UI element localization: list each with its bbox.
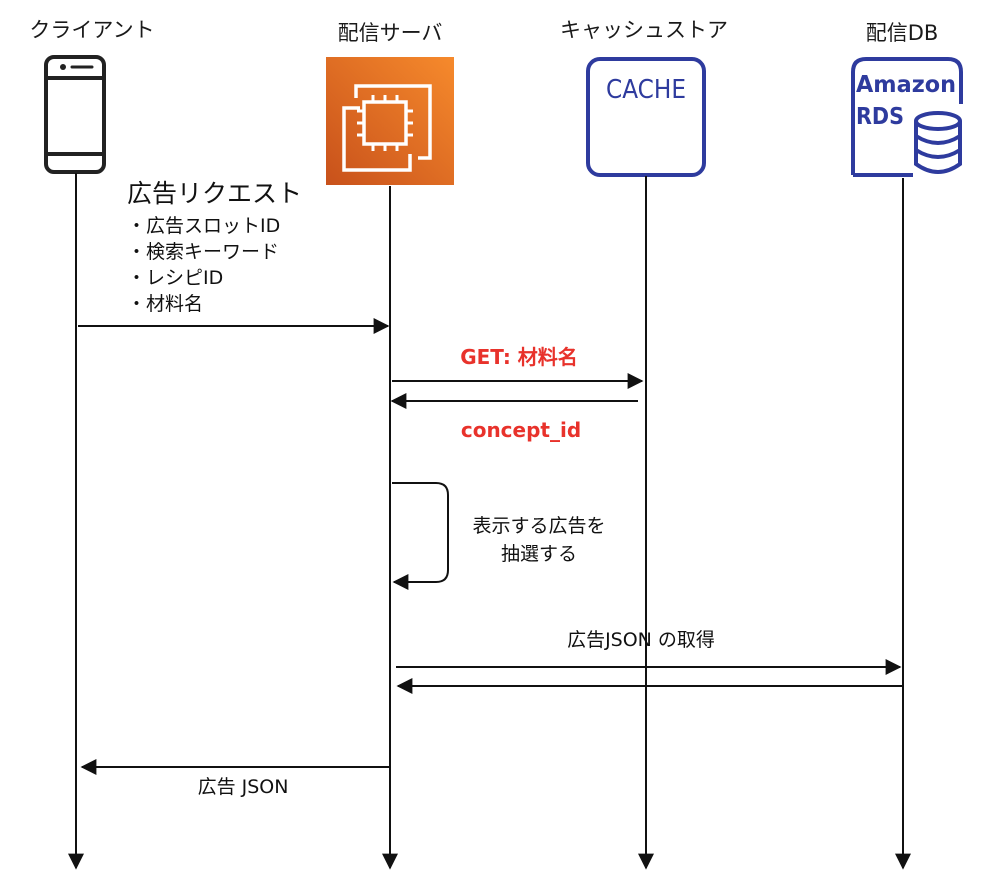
ad-request-title: 広告リクエスト	[127, 179, 302, 208]
cache-get-label: GET: 材料名	[460, 345, 578, 369]
actor-label-client: クライアント	[29, 18, 154, 42]
cache-icon-text: CACHE	[606, 75, 686, 105]
actor-label-cache: キャッシュストア	[560, 18, 728, 42]
rds-icon-text-rds: RDS	[856, 104, 904, 130]
smartphone-icon	[44, 55, 106, 174]
ad-request-item-ingredient: ・材料名	[127, 293, 203, 315]
rds-database-icon: Amazon RDS	[851, 57, 963, 177]
response-json-label: 広告 JSON	[198, 776, 289, 798]
ad-request-item-keyword: ・検索キーワード	[127, 241, 279, 263]
select-ad-label-line1: 表示する広告を	[472, 515, 605, 537]
arrow-select-ad-loop	[392, 482, 449, 590]
actor-label-db: 配信DB	[866, 21, 939, 45]
fetch-json-label: 広告JSON の取得	[567, 629, 715, 651]
cache-return-label: concept_id	[461, 418, 581, 442]
ad-request-item-recipe: ・レシピID	[127, 267, 223, 289]
rds-icon-text-amazon: Amazon	[856, 72, 956, 98]
select-ad-label-line2: 抽選する	[501, 543, 577, 565]
ad-request-item-slot: ・広告スロットID	[127, 215, 280, 237]
cache-store-icon: CACHE	[586, 57, 706, 177]
ec2-chip-icon	[326, 57, 454, 185]
actor-label-server: 配信サーバ	[338, 21, 443, 45]
